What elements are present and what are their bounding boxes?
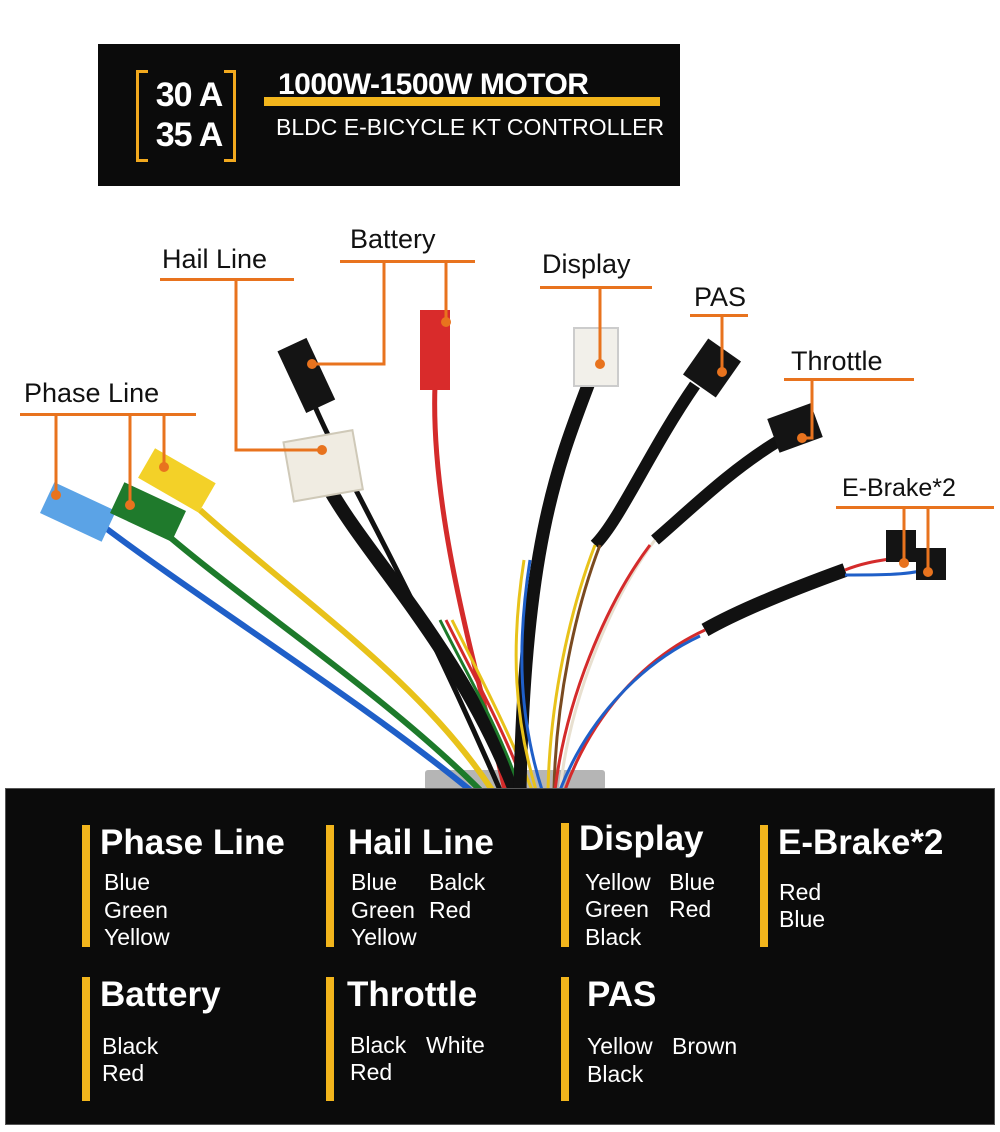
display-blue-wire bbox=[520, 559, 544, 791]
header-subtitle: BLDC E-BICYCLE KT CONTROLLER bbox=[276, 114, 665, 140]
legend-item: White bbox=[426, 1032, 485, 1058]
hall-connector bbox=[282, 429, 364, 503]
legend-title: Battery bbox=[100, 975, 221, 1014]
label-throttle: Throttle bbox=[791, 346, 883, 376]
header-banner: 30 A 35 A 1000W-1500W MOTOR BLDC E-BICYC… bbox=[98, 44, 680, 186]
legend-item: Red bbox=[429, 897, 472, 923]
phase-blue-wire bbox=[93, 517, 472, 793]
battery-black-wire bbox=[305, 389, 503, 791]
phase-blue-connector bbox=[40, 482, 116, 542]
legend-item: Red bbox=[669, 896, 712, 922]
legend-item: Black bbox=[587, 1061, 644, 1087]
label-pas: PAS bbox=[694, 282, 747, 312]
label-hail-line: Hail Line bbox=[162, 244, 268, 274]
phase-green-wire bbox=[148, 517, 483, 793]
label-underline-ebrake bbox=[836, 506, 994, 509]
amperage-bottom: 35 A bbox=[155, 116, 224, 154]
legend-title: Phase Line bbox=[100, 823, 285, 862]
legend-item: Black bbox=[585, 924, 642, 950]
header-title: 1000W-1500W MOTOR bbox=[278, 68, 589, 101]
legend-item: Blue bbox=[351, 869, 398, 895]
amperage-bracket-right bbox=[224, 70, 236, 162]
amperage-bracket-left bbox=[136, 70, 148, 162]
legend-title: E-Brake*2 bbox=[778, 823, 944, 862]
label-underline-phase-line bbox=[20, 413, 196, 416]
legend-item: Yellow bbox=[587, 1033, 653, 1059]
legend-bar bbox=[82, 825, 90, 947]
legend-item: Red bbox=[350, 1059, 393, 1085]
title-underline bbox=[264, 97, 660, 106]
legend-bar bbox=[326, 977, 334, 1101]
battery-black-connector bbox=[277, 337, 336, 414]
hall-sheath bbox=[323, 486, 522, 793]
throttle-connector bbox=[767, 403, 823, 453]
leader-dots bbox=[51, 317, 933, 577]
legend-bar bbox=[82, 977, 90, 1101]
wiring-diagram bbox=[40, 262, 946, 793]
display-connector bbox=[573, 327, 619, 387]
phase-yellow-wire bbox=[197, 507, 495, 792]
leader-lines bbox=[54, 262, 930, 572]
ebrake-red-wire bbox=[563, 628, 706, 791]
legend-title: Display bbox=[579, 819, 704, 858]
label-underline-throttle bbox=[784, 378, 914, 381]
legend-title: Throttle bbox=[347, 975, 478, 1014]
display-sheath bbox=[513, 377, 597, 791]
legend-bar bbox=[561, 823, 569, 947]
pas-connector bbox=[682, 338, 742, 398]
legend-item: Blue bbox=[669, 869, 716, 895]
pas-brown-wire bbox=[552, 544, 602, 791]
legend-item: Blue bbox=[104, 869, 151, 895]
legend-item: Green bbox=[351, 897, 415, 923]
label-underline-battery bbox=[340, 260, 475, 263]
legend-item: Black bbox=[102, 1033, 159, 1059]
label-underline-display bbox=[540, 286, 652, 289]
label-phase-line: Phase Line bbox=[24, 378, 160, 408]
ebrake-blue-lead bbox=[844, 568, 926, 577]
label-display: Display bbox=[542, 249, 631, 279]
ebrake-blue-wire bbox=[558, 634, 701, 791]
throttle-sheath bbox=[651, 434, 784, 545]
legend-item: Red bbox=[102, 1060, 145, 1086]
legend-bar bbox=[326, 825, 334, 947]
legend-item: Green bbox=[585, 896, 649, 922]
legend-item: Brown bbox=[672, 1033, 738, 1059]
throttle-white-wire bbox=[558, 539, 657, 791]
legend-title: PAS bbox=[587, 975, 657, 1014]
label-underline-hail-line bbox=[160, 278, 294, 281]
legend-bar bbox=[561, 977, 569, 1101]
amperage-box: 30 A 35 A bbox=[136, 70, 236, 162]
ebrake-sheath bbox=[701, 563, 848, 637]
display-yellow-wire bbox=[514, 559, 538, 791]
legend-item: Red bbox=[779, 879, 822, 905]
hall-green-wire bbox=[438, 619, 522, 791]
throttle-red-wire bbox=[553, 544, 652, 791]
amperage-top: 30 A bbox=[155, 76, 224, 114]
legend-item: Yellow bbox=[351, 924, 417, 950]
phase-yellow-connector bbox=[138, 448, 216, 513]
legend-item: Balck bbox=[429, 869, 486, 895]
legend-item: Yellow bbox=[104, 924, 170, 950]
legend-item: Green bbox=[104, 897, 168, 923]
wire-color-legend: Phase Line Blue Green Yellow Hail Line B… bbox=[5, 788, 995, 1125]
label-underline-pas bbox=[690, 314, 748, 317]
pas-sheath bbox=[590, 381, 700, 550]
label-ebrake: E-Brake*2 bbox=[842, 474, 956, 502]
ebrake-connector-1 bbox=[886, 530, 916, 562]
pas-yellow-wire bbox=[546, 544, 597, 791]
label-battery: Battery bbox=[350, 224, 436, 254]
legend-bar bbox=[760, 825, 768, 947]
legend-item: Yellow bbox=[585, 869, 651, 895]
legend-item: Black bbox=[350, 1032, 407, 1058]
legend-item: Blue bbox=[779, 906, 826, 932]
legend-title: Hail Line bbox=[348, 823, 494, 862]
